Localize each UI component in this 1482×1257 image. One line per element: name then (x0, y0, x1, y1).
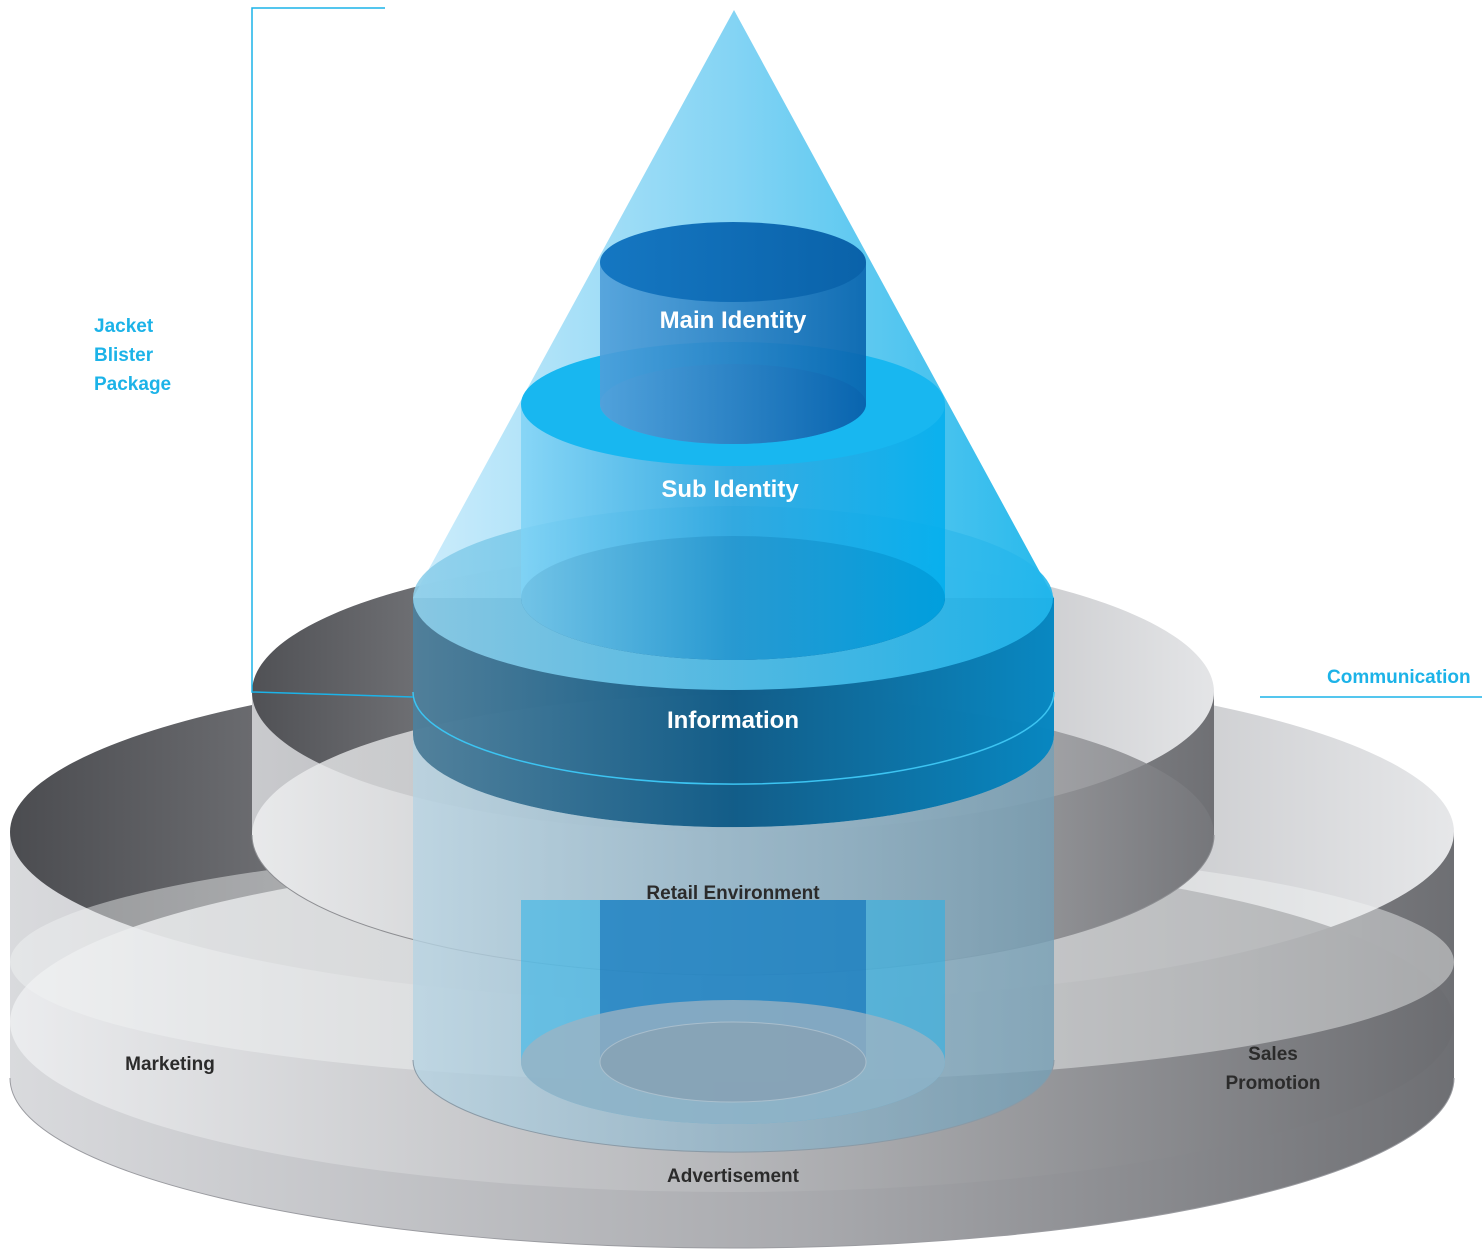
blister-label: Blister (94, 345, 154, 366)
communication-label: Communication (1327, 667, 1471, 688)
sales-promotion-label: Sales Promotion (1200, 1040, 1346, 1098)
jacket-label: Jacket (94, 316, 154, 337)
retail-environment-label: Retail Environment (646, 883, 820, 904)
main-identity-label: Main Identity (659, 307, 807, 334)
marketing-label: Marketing (125, 1054, 215, 1075)
sub-identity-label: Sub Identity (661, 476, 799, 503)
advertisement-label: Advertisement (667, 1166, 799, 1187)
main-identity-cylinder (600, 222, 866, 444)
retail-veil (412, 735, 1055, 1153)
sales-label: Sales (1248, 1044, 1298, 1065)
promotion-label: Promotion (1225, 1073, 1321, 1094)
jacket-callout-line (251, 7, 414, 698)
package-label: Package (94, 374, 172, 395)
information-label: Information (667, 707, 799, 734)
jacket-blister-package-label: Jacket Blister Package (94, 312, 171, 399)
